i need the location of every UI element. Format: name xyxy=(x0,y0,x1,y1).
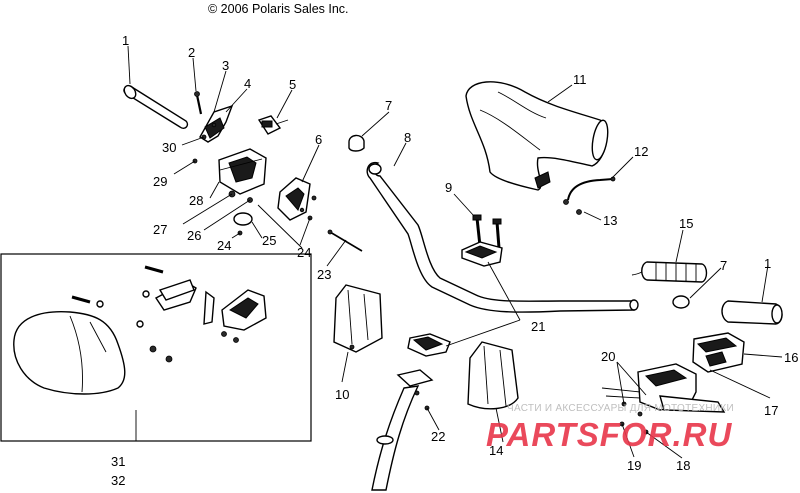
callout-30: 30 xyxy=(162,140,176,155)
callout-16: 16 xyxy=(784,350,798,365)
callout-9: 9 xyxy=(445,180,452,195)
callout-17: 17 xyxy=(764,403,778,418)
part-throttle-grip xyxy=(631,261,708,283)
callout-8: 8 xyxy=(404,130,411,145)
part-switch-16 xyxy=(692,332,745,373)
part-wire-12 xyxy=(563,176,616,205)
part-grip-left xyxy=(123,84,189,130)
callout-11: 11 xyxy=(573,72,587,87)
callout-24a: 24 xyxy=(217,238,231,253)
callout-2: 2 xyxy=(188,45,195,60)
watermark: ЧАСТИ И АКСЕССУАРЫ ДЛЯ МОТОТЕХНИКИ PARTS… xyxy=(486,403,734,453)
callout-29: 29 xyxy=(153,174,167,189)
callout-6: 6 xyxy=(315,132,322,147)
watermark-brand-b: FOR.RU xyxy=(600,416,733,453)
part-switch-5 xyxy=(257,115,289,135)
part-steering-post xyxy=(371,369,434,491)
copyright-text: © 2006 Polaris Sales Inc. xyxy=(208,2,349,16)
part-end-plug-upper xyxy=(348,134,365,152)
callout-3: 3 xyxy=(222,58,229,73)
callout-32: 32 xyxy=(111,473,125,488)
watermark-brand: PARTSFOR.RU xyxy=(486,416,732,453)
callout-18: 18 xyxy=(676,458,690,473)
callout-21: 21 xyxy=(531,319,545,334)
callout-10: 10 xyxy=(335,387,349,402)
callout-22: 22 xyxy=(431,429,445,444)
callout-31: 31 xyxy=(111,454,125,469)
callout-23: 23 xyxy=(317,267,331,282)
callout-27: 27 xyxy=(153,222,167,237)
part-master-cylinder xyxy=(601,363,726,417)
part-end-plug-right xyxy=(672,295,690,309)
part-control-housing xyxy=(218,148,267,195)
inset-box xyxy=(0,253,312,442)
part-grip-right xyxy=(721,300,783,325)
part-handlebar xyxy=(366,161,639,313)
callout-5: 5 xyxy=(289,77,296,92)
part-mount-6 xyxy=(277,177,317,221)
callout-19: 19 xyxy=(627,458,641,473)
callout-13: 13 xyxy=(603,213,617,228)
callout-labels: 1 2 3 4 5 6 7 8 9 10 11 12 13 14 15 16 1… xyxy=(111,33,798,488)
callout-7b: 7 xyxy=(720,258,727,273)
callout-4: 4 xyxy=(244,76,251,91)
watermark-brand-a: PARTS xyxy=(486,416,600,453)
callout-15: 15 xyxy=(679,216,693,231)
callout-25: 25 xyxy=(262,233,276,248)
part-clamp-bolts xyxy=(461,214,503,267)
callout-14: 14 xyxy=(489,443,503,458)
watermark-subtitle: ЧАСТИ И АКСЕССУАРЫ ДЛЯ МОТОТЕХНИКИ xyxy=(507,403,734,414)
callout-1: 1 xyxy=(122,33,129,48)
part-screw-13 xyxy=(576,209,582,215)
callout-12: 12 xyxy=(634,144,648,159)
part-clamp-21 xyxy=(407,333,451,357)
callout-24b: 24 xyxy=(297,245,311,260)
part-cover-10 xyxy=(333,284,383,353)
part-hand-cover xyxy=(465,81,609,191)
part-cable-23 xyxy=(327,229,363,252)
part-pad-14 xyxy=(467,341,519,410)
callout-20: 20 xyxy=(601,349,615,364)
callout-1b: 1 xyxy=(764,256,771,271)
callout-26: 26 xyxy=(187,228,201,243)
part-bolt-2 xyxy=(194,91,203,115)
leader-lines xyxy=(127,45,783,459)
callout-28: 28 xyxy=(189,193,203,208)
part-lever-bracket xyxy=(199,104,234,143)
callout-7a: 7 xyxy=(385,98,392,113)
